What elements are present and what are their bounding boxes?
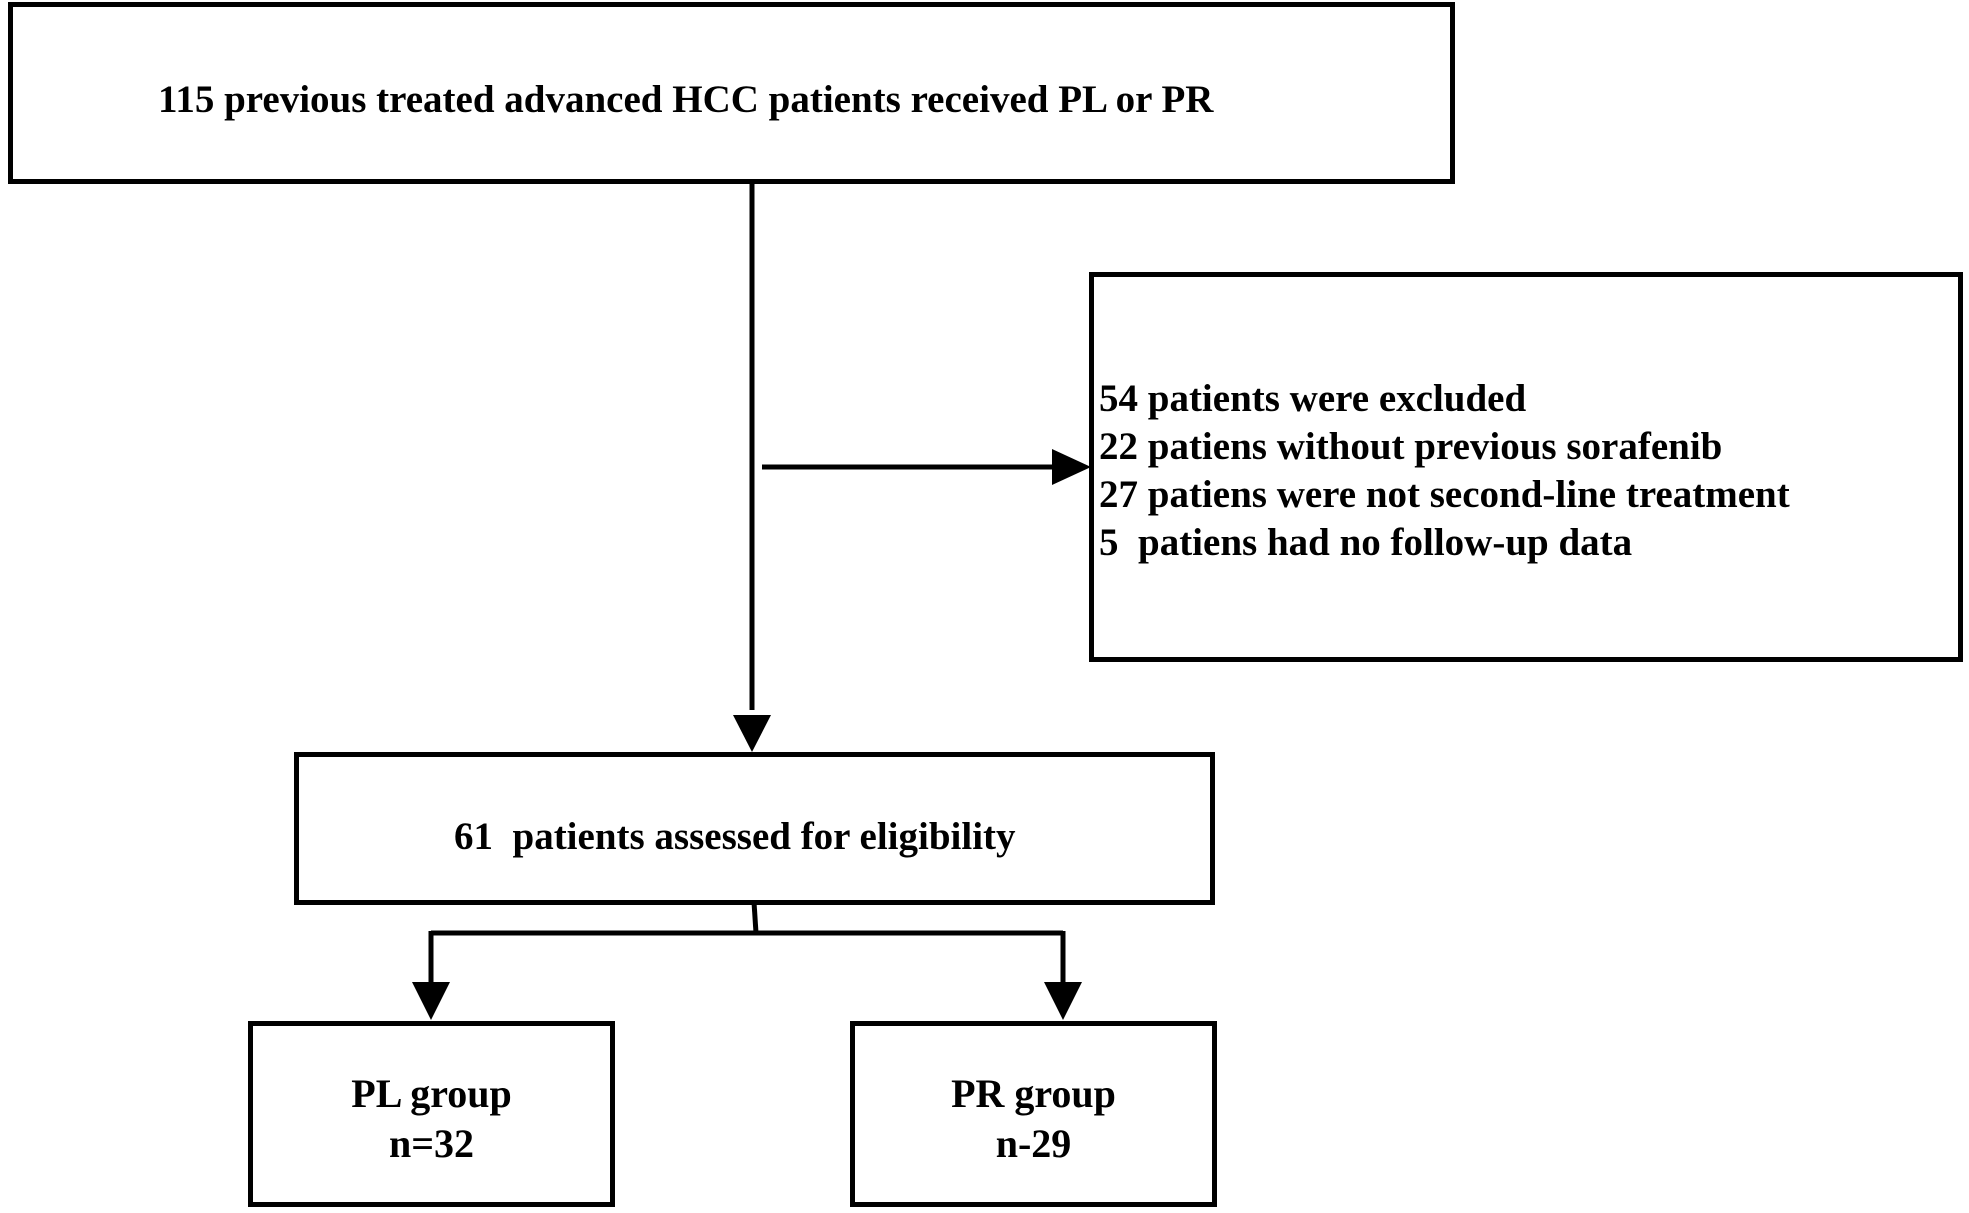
pr-arrowhead [1044,982,1082,1020]
excluded-line-1: 54 patients were excluded [1099,377,1527,420]
main-flow-arrowhead [733,715,771,752]
start-box: 115 previous treated advanced HCC patien… [8,2,1455,184]
excluded-line-2: 22 patiens without previous sorafenib [1099,425,1723,468]
start-box-text: 115 previous treated advanced HCC patien… [158,78,1214,121]
pl-group-box: PL group n=32 [248,1021,615,1207]
excluded-box: 54 patients were excluded 22 patiens wit… [1089,272,1963,662]
split-stem-line [751,901,759,934]
excluded-line-3: 27 patiens were not second-line treatmen… [1099,473,1790,516]
assessed-box-text: 61 patients assessed for eligibility [454,815,1016,858]
pr-group-title: PR group [951,1071,1116,1116]
pl-group-title: PL group [351,1071,512,1116]
pl-group-count: n=32 [388,1121,475,1166]
pr-group-count: n-29 [995,1121,1072,1166]
pr-group-box: PR group n-29 [850,1021,1217,1207]
excluded-line-4: 5 patiens had no follow-up data [1099,521,1633,564]
pl-arrowhead [412,982,450,1020]
exclusion-arrowhead [1052,449,1091,485]
assessed-box: 61 patients assessed for eligibility [294,752,1215,905]
